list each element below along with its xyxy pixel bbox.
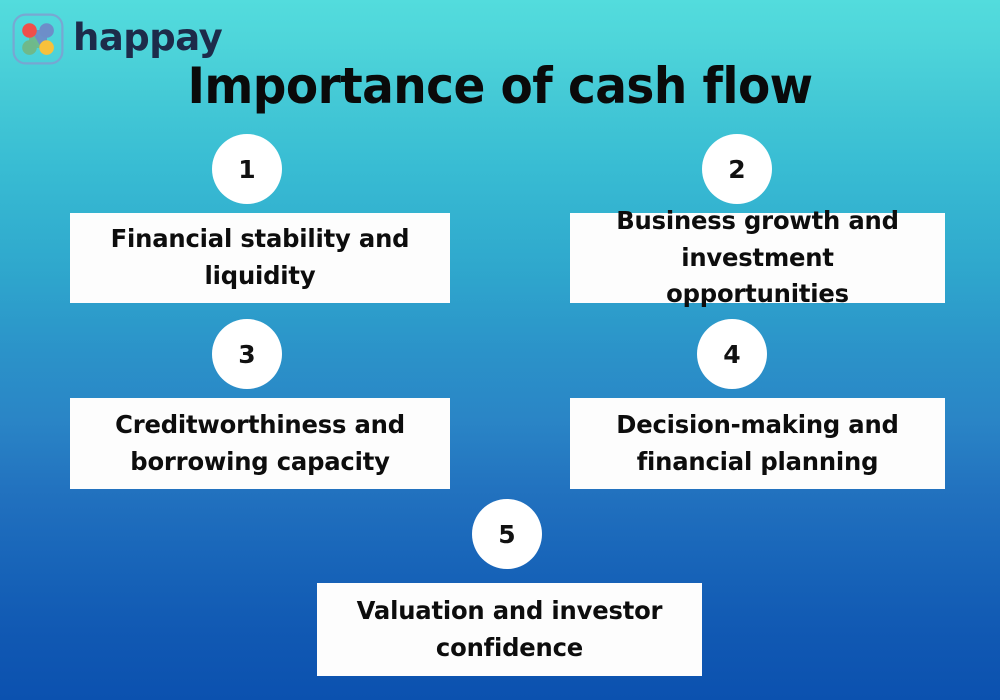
item-number-badge: 4 — [697, 319, 767, 389]
item-label: Creditworthiness and borrowing capacity — [115, 409, 405, 476]
page-title: Importance of cash flow — [187, 57, 813, 115]
item-number-badge: 3 — [212, 319, 282, 389]
item-label: Valuation and investor confidence — [356, 595, 663, 662]
item-card: Financial stability and liquidity — [70, 213, 450, 303]
item-card: Valuation and investor confidence — [317, 583, 702, 676]
item-label: Business growth and investment opportuni… — [616, 205, 899, 309]
brand-wordmark: happay — [73, 16, 223, 59]
happay-logo-icon — [12, 13, 64, 65]
item-card: Decision-making and financial planning — [570, 398, 945, 489]
item-number-badge: 2 — [702, 134, 772, 204]
item-label: Decision-making and financial planning — [616, 409, 899, 476]
brand-logo: happay — [12, 13, 223, 65]
item-card: Business growth and investment opportuni… — [570, 206, 945, 308]
item-number-badge: 5 — [472, 499, 542, 569]
item-card: Creditworthiness and borrowing capacity — [70, 398, 450, 489]
item-label: Financial stability and liquidity — [110, 224, 410, 290]
item-number-badge: 1 — [212, 134, 282, 204]
